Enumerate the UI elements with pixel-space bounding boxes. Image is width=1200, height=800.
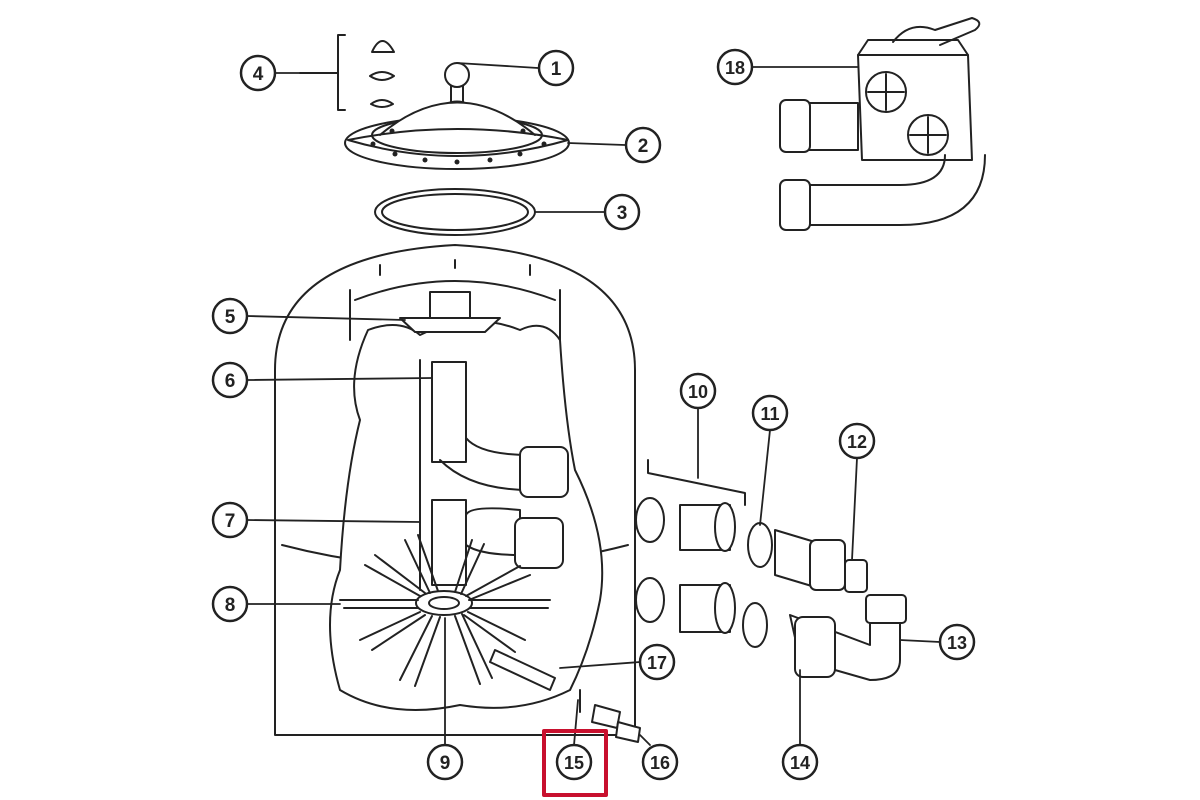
callout-11: 11 — [751, 394, 789, 432]
lateral-hub-part — [339, 534, 551, 687]
callout-17: 17 — [638, 643, 676, 681]
callout-6: 6 — [211, 361, 249, 399]
callout-16-label: 16 — [650, 753, 670, 773]
callout-7-label: 7 — [225, 511, 236, 532]
lid-knob-part — [444, 62, 470, 105]
callout-15-label: 15 — [564, 753, 584, 773]
callout-18: 18 — [716, 48, 754, 86]
callout-4: 4 — [239, 54, 277, 92]
diffuser-part — [399, 291, 501, 333]
callout-1-label: 1 — [551, 59, 562, 80]
filter-tank-body — [274, 244, 636, 736]
callout-2: 2 — [624, 126, 662, 164]
lid-small-parts-group — [299, 34, 395, 111]
callout-16: 16 — [641, 743, 679, 781]
callout-8: 8 — [211, 585, 249, 623]
callout-13-label: 13 — [947, 633, 967, 653]
callout-17-label: 17 — [647, 653, 667, 673]
callout-18-label: 18 — [725, 58, 745, 78]
callout-5: 5 — [211, 297, 249, 335]
multiport-valve-part — [779, 17, 986, 231]
callout-9-label: 9 — [440, 753, 451, 774]
callout-14-label: 14 — [790, 753, 810, 773]
callout-2-label: 2 — [638, 136, 649, 157]
callout-3: 3 — [603, 193, 641, 231]
callout-7: 7 — [211, 501, 249, 539]
callout-1: 1 — [537, 49, 575, 87]
callout-15: 15 — [542, 729, 608, 797]
callout-12: 12 — [838, 422, 876, 460]
oring-pair-part — [742, 522, 773, 648]
leader-lines — [246, 62, 941, 746]
lower-pipe-part — [419, 359, 564, 591]
callout-8-label: 8 — [225, 595, 236, 616]
bulkhead-fittings-part — [635, 459, 746, 634]
lid-oring-part — [374, 188, 536, 236]
callout-4-label: 4 — [253, 64, 264, 85]
callout-10: 10 — [679, 372, 717, 410]
callout-5-label: 5 — [225, 307, 236, 328]
callouts: 1 2 3 4 5 6 7 8 — [211, 48, 976, 797]
highlight-box — [542, 729, 608, 797]
elbow-part — [789, 594, 907, 681]
callout-13: 13 — [938, 623, 976, 661]
callout-10-label: 10 — [688, 382, 708, 402]
callout-6-label: 6 — [225, 371, 236, 392]
callout-14: 14 — [781, 743, 819, 781]
callout-9: 9 — [426, 743, 464, 781]
callout-11-label: 11 — [760, 404, 779, 424]
drain-parts — [489, 649, 641, 743]
callout-12-label: 12 — [847, 432, 867, 452]
lid-dome-part — [344, 101, 570, 170]
union-upper-part — [774, 529, 868, 593]
callout-3-label: 3 — [617, 203, 628, 224]
upper-pipe-part — [431, 361, 569, 498]
